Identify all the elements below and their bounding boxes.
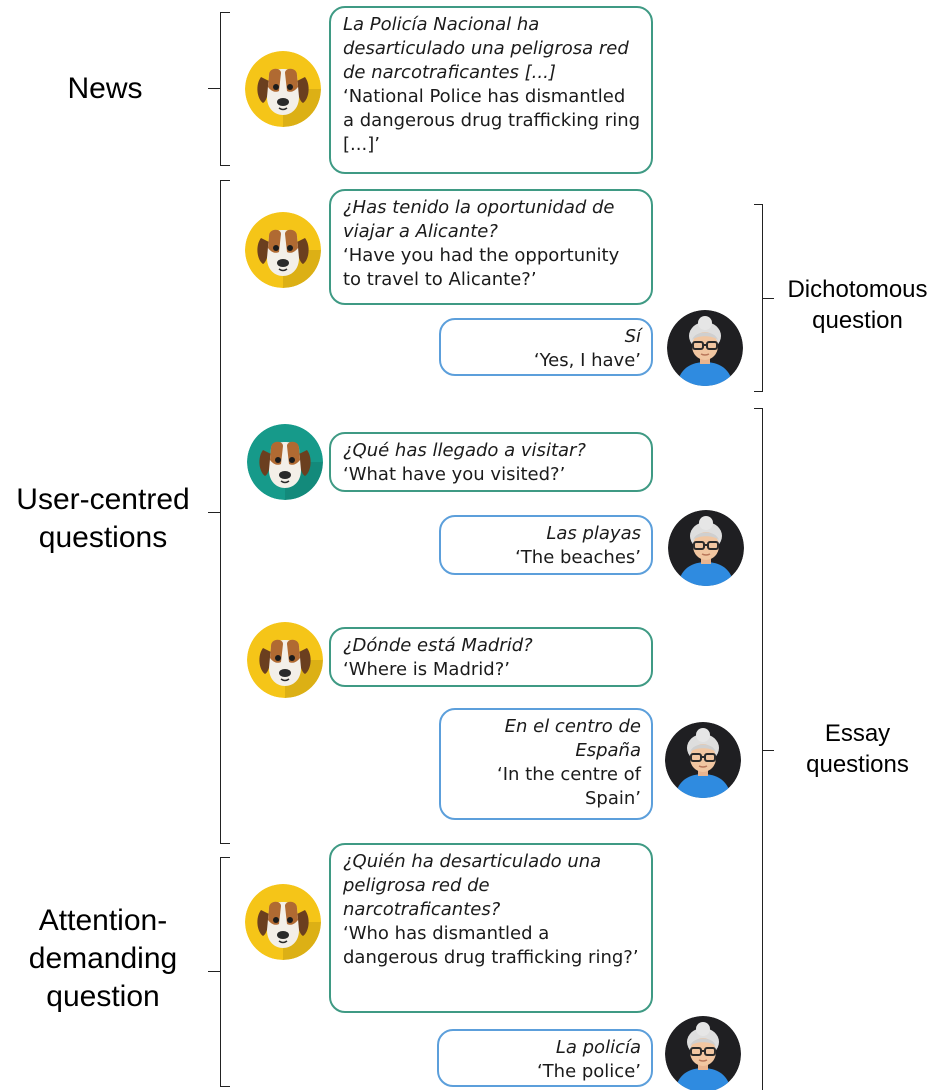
travel-question-bubble: ¿Has tenido la oportunidad de viajar a A… [329, 189, 653, 305]
attention-label-line3: question [46, 980, 160, 1013]
essay-bracket-tick [762, 750, 774, 751]
news-label: News [40, 70, 170, 108]
message-translation-text: ‘Where is Madrid?’ [343, 659, 510, 680]
madrid-reply-bubble: En el centro de España ‘In the centre of… [439, 708, 653, 820]
madrid-question-bubble: ¿Dónde está Madrid? ‘Where is Madrid?’ [329, 627, 653, 687]
yes-reply-bubble: Sí ‘Yes, I have’ [439, 318, 653, 376]
message-original-text: La Policía Nacional ha desarticulado una… [343, 14, 629, 83]
message-original-text: ¿Qué has llegado a visitar? [343, 440, 586, 461]
dog-yellow-icon [247, 622, 323, 698]
message-original-text: La policía [555, 1037, 641, 1058]
dichotomous-label-line1: Dichotomous [787, 276, 928, 303]
dog-yellow-icon [245, 51, 321, 127]
elderly-woman-icon [667, 310, 743, 386]
message-translation-text: ‘Yes, I have’ [533, 350, 641, 371]
attention-label-line2: demanding [28, 942, 178, 975]
attention-label-line1: Attention- [38, 904, 168, 937]
attention-label: Attention- demanding question [0, 902, 206, 1016]
dog-yellow-icon [245, 884, 321, 960]
essay-bracket [754, 408, 763, 1090]
dichotomous-bracket-tick [762, 298, 774, 299]
essay-label: Essay questions [776, 718, 939, 780]
user-centred-bracket [220, 180, 230, 844]
attention-bracket-tick [208, 971, 220, 972]
message-translation-text: ‘What have you visited?’ [343, 464, 566, 485]
elderly-woman-icon [668, 510, 744, 586]
message-original-text: ¿Quién ha desarticulado una peligrosa re… [343, 851, 602, 920]
elderly-woman-icon [665, 722, 741, 798]
dichotomous-label: Dichotomous question [776, 274, 939, 336]
essay-label-line2: questions [806, 751, 909, 778]
elderly-woman-icon [665, 1016, 741, 1090]
message-translation-text: ‘Who has dismantled a dangerous drug tra… [343, 923, 639, 968]
message-original-text: ¿Has tenido la oportunidad de viajar a A… [343, 197, 615, 242]
message-translation-text: ‘Have you had the opportunity to travel … [343, 245, 620, 290]
dog-yellow-icon [245, 212, 321, 288]
dog-teal-icon [247, 424, 323, 500]
message-original-text: Sí [624, 326, 641, 347]
essay-label-line1: Essay [824, 720, 891, 747]
attention-bracket [220, 857, 230, 1087]
visited-question-bubble: ¿Qué has llegado a visitar? ‘What have y… [329, 432, 653, 492]
message-translation-text: ‘The police’ [536, 1061, 641, 1082]
dichotomous-label-line2: question [812, 307, 903, 334]
message-translation-text: ‘National Police has dismantled a danger… [343, 86, 641, 155]
news-message-bubble: La Policía Nacional ha desarticulado una… [329, 6, 653, 174]
message-original-text: En el centro de España [504, 716, 641, 761]
user-centred-label-line2: questions [38, 521, 168, 554]
message-original-text: ¿Dónde está Madrid? [343, 635, 533, 656]
police-reply-bubble: La policía ‘The police’ [437, 1029, 653, 1087]
message-original-text: Las playas [546, 523, 641, 544]
user-centred-label-line1: User-centred [16, 483, 190, 516]
user-centred-label: User-centred questions [0, 481, 206, 557]
news-bracket-tick [208, 88, 220, 89]
beaches-reply-bubble: Las playas ‘The beaches’ [439, 515, 653, 575]
news-label-text: News [67, 72, 143, 105]
user-centred-bracket-tick [208, 512, 220, 513]
message-translation-text: ‘The beaches’ [515, 547, 641, 568]
message-translation-text: ‘In the centre of Spain’ [496, 764, 641, 809]
news-bracket [220, 12, 230, 166]
attention-question-bubble: ¿Quién ha desarticulado una peligrosa re… [329, 843, 653, 1013]
